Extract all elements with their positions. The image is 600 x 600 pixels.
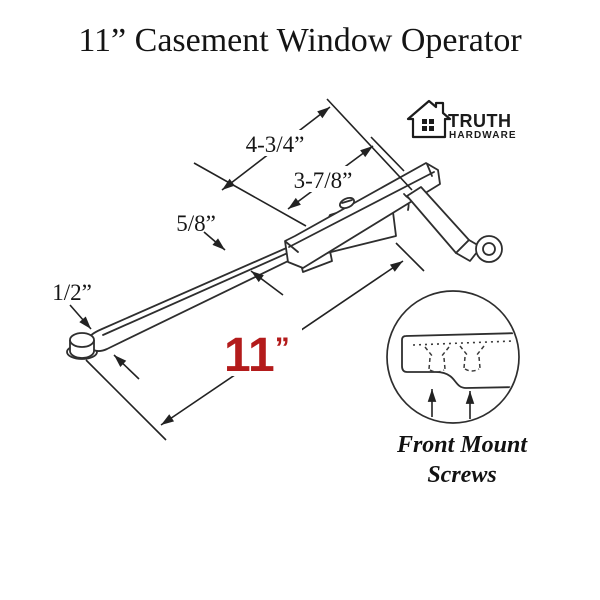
crank-arm	[406, 186, 470, 254]
extension-line-left-shared	[193, 162, 307, 227]
extension-line-hub-right	[370, 136, 405, 172]
house-icon	[406, 99, 452, 139]
detail-caption-line2: Screws	[427, 462, 496, 488]
front-mount-detail: Front Mount Screws	[386, 290, 528, 488]
leader-stud-top	[69, 304, 92, 330]
arm-top-edge	[102, 239, 318, 336]
page-title: 11” Casement Window Operator	[78, 22, 522, 59]
dimension-label-arm-length: 11”	[224, 329, 290, 382]
leader-arm-width-bottom	[250, 270, 284, 296]
logo-subbrand-text: HARDWARE	[449, 130, 517, 141]
dimension-label-arm-width: 5/8”	[176, 211, 216, 236]
leader-stud-bottom	[113, 354, 140, 380]
label-mask	[216, 324, 302, 376]
leader-arm-width-top	[203, 231, 226, 251]
house-window-panes-icon	[422, 119, 434, 131]
extension-line-arm-left	[85, 359, 167, 441]
arm-length-unit: ”	[275, 332, 290, 365]
crank-handle	[403, 186, 503, 263]
dimension-labels: 4-3/4” 3-7/8” 5/8” 1/2” 11”	[52, 132, 352, 382]
dimension-label-stud-size: 1/2”	[52, 280, 92, 305]
truth-hardware-logo: TRUTH HARDWARE	[406, 99, 517, 141]
arm-length-value: 11	[224, 329, 275, 382]
bar-left-cap-edge	[285, 241, 299, 253]
detail-caption-line1: Front Mount	[396, 432, 528, 458]
crank-knob-inner	[482, 242, 496, 256]
dimension-label-track-length: 4-3/4”	[246, 132, 305, 157]
label-mask	[287, 166, 359, 192]
extension-line-track-right	[326, 98, 413, 191]
bar-right-cap-edge	[426, 163, 433, 177]
extension-line-arm-right	[395, 242, 425, 272]
label-mask	[242, 130, 308, 156]
logo-brand-text: TRUTH	[448, 111, 512, 131]
arm-stud-top	[69, 332, 95, 348]
bar-front-edge	[288, 171, 435, 248]
dimension-label-hub-distance: 3-7/8”	[294, 168, 353, 193]
detail-mount-base	[401, 332, 518, 389]
